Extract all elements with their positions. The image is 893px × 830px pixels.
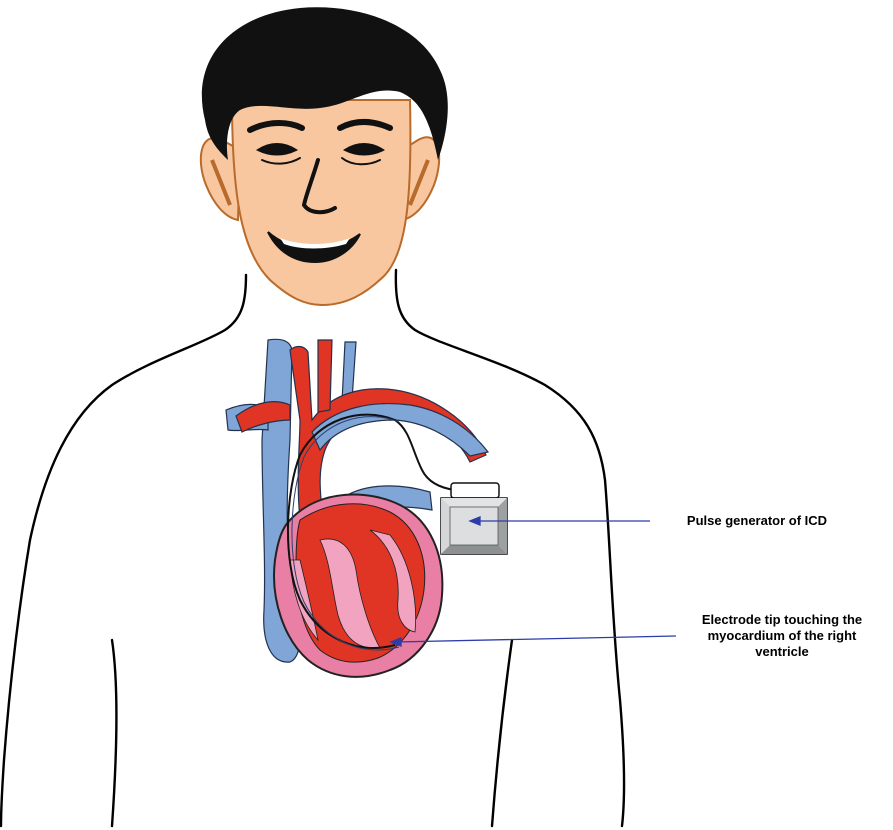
heart — [274, 495, 442, 677]
pulse-generator-label: Pulse generator of ICD — [652, 513, 862, 529]
electrode-tip-label-line-2: myocardium of the right — [676, 628, 888, 644]
electrode-tip-label-line-1: Electrode tip touching the — [676, 612, 888, 628]
left-body-contour — [1, 275, 246, 826]
pulse-generator-device — [441, 483, 507, 554]
face — [232, 100, 410, 305]
electrode-pointer-line — [396, 636, 676, 642]
device-header — [451, 483, 499, 498]
electrode-tip-label: Electrode tip touching the myocardium of… — [676, 612, 888, 660]
electrode-tip-label-line-3: ventricle — [676, 644, 888, 660]
right-arm-contour — [492, 640, 512, 826]
carotid-left — [318, 340, 332, 412]
left-arm-contour — [112, 640, 117, 826]
